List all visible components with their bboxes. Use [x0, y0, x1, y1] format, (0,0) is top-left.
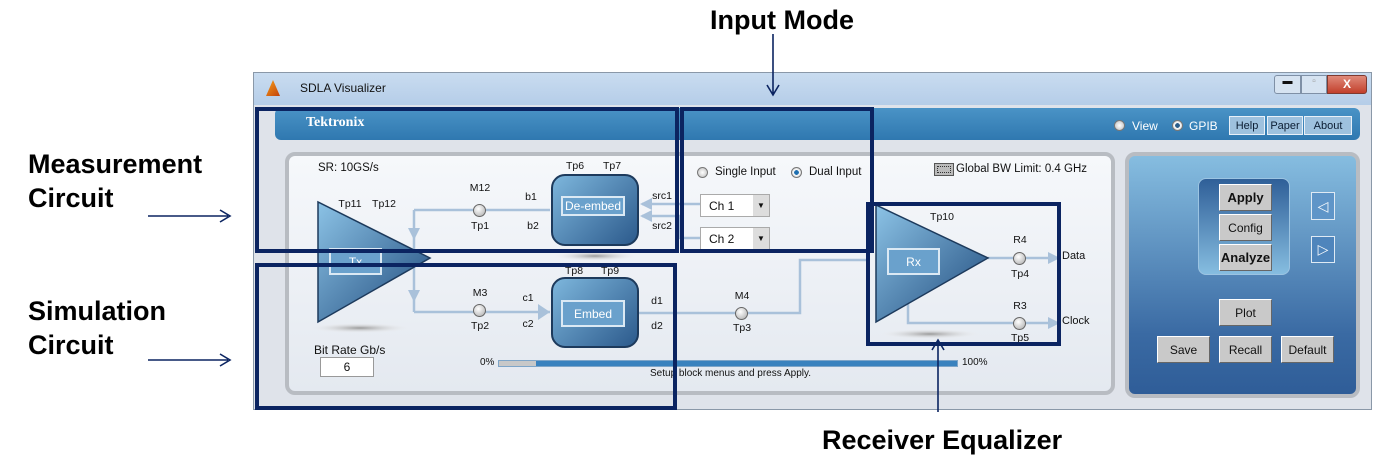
recall-button[interactable]: Recall [1219, 336, 1272, 363]
progress-fill [499, 361, 536, 366]
minimize-button[interactable]: ▬ [1274, 75, 1301, 94]
analyze-button[interactable]: Analyze [1219, 244, 1272, 271]
b1-label: b1 [525, 191, 537, 203]
bit-rate-input[interactable]: 6 [320, 357, 374, 377]
data-output-label: Data [1062, 250, 1086, 262]
tp1-label: Tp1 [470, 220, 490, 232]
measurement-circuit-highlight [255, 107, 679, 253]
previous-arrow-button[interactable]: ◁ [1311, 192, 1335, 220]
tp2-label: Tp2 [470, 320, 490, 332]
global-bw-label: Global BW Limit: 0.4 GHz [956, 163, 1088, 175]
progress-min-label: 0% [480, 357, 495, 368]
gpib-label: GPIB [1189, 119, 1218, 133]
tp12-label: Tp12 [372, 198, 396, 210]
m4-probe[interactable] [735, 307, 748, 320]
tx-shadow [310, 323, 410, 333]
tp11-label: Tp11 [338, 198, 362, 210]
config-button[interactable]: Config [1219, 214, 1272, 241]
tp6-label: Tp6 [565, 160, 585, 172]
arrow-input-mode [766, 34, 780, 97]
save-button[interactable]: Save [1157, 336, 1210, 363]
receiver-equalizer-highlight [866, 202, 1061, 346]
tp10-label: Tp10 [930, 211, 954, 223]
b2-label: b2 [527, 220, 539, 232]
simulation-circuit-highlight [255, 263, 677, 410]
tp5-label: Tp5 [1010, 332, 1030, 344]
ch1-dropdown[interactable]: Ch 1 ▼ [700, 194, 770, 217]
deembed-shadow [553, 251, 637, 261]
single-input-radio[interactable] [697, 167, 708, 178]
d1-label: d1 [651, 295, 663, 307]
m4-label: M4 [734, 290, 750, 302]
global-bw-toggle[interactable] [934, 163, 954, 176]
sample-rate: SR: 10GS/s [318, 162, 379, 174]
tp7-label: Tp7 [602, 160, 622, 172]
single-input-label: Single Input [715, 166, 776, 178]
d2-label: d2 [651, 320, 663, 332]
m12-label: M12 [469, 182, 491, 194]
embed-button[interactable]: Embed [561, 300, 625, 327]
rx-shadow [880, 329, 980, 339]
m3-label: M3 [472, 287, 488, 299]
arrow-measurement [148, 209, 232, 223]
default-button[interactable]: Default [1281, 336, 1334, 363]
annotation-input-mode: Input Mode [710, 5, 854, 35]
m3-probe[interactable] [473, 304, 486, 317]
help-button[interactable]: Help [1229, 116, 1265, 135]
progress-max-label: 100% [962, 357, 988, 368]
title-bar [254, 73, 1371, 105]
annotation-simulation-circuit: Simulation Circuit [28, 296, 167, 360]
about-button[interactable]: About [1304, 116, 1352, 135]
m12-probe[interactable] [473, 204, 486, 217]
rx-button[interactable]: Rx [887, 248, 940, 275]
ch2-value: Ch 2 [709, 232, 735, 246]
tp4-label: Tp4 [1010, 268, 1030, 280]
apply-button[interactable]: Apply [1219, 184, 1272, 211]
plot-button[interactable]: Plot [1219, 299, 1272, 326]
src1-label: src1 [652, 190, 672, 202]
src2-label: src2 [652, 220, 672, 232]
tektronix-logo: Tektronix [306, 115, 365, 130]
r4-label: R4 [1013, 234, 1027, 246]
r4-probe[interactable] [1013, 252, 1026, 265]
circuit-panel [285, 152, 1115, 395]
clock-output-label: Clock [1062, 315, 1090, 327]
annotation-measurement-circuit: Measurement Circuit [28, 149, 203, 213]
status-text: Setup block menus and press Apply. [650, 368, 812, 379]
close-button[interactable]: X [1327, 75, 1367, 94]
dual-input-radio[interactable] [791, 167, 802, 178]
chevron-down-icon: ▼ [753, 228, 769, 249]
bit-rate-label: Bit Rate Gb/s [314, 343, 386, 357]
ch1-value: Ch 1 [709, 199, 735, 213]
tp3-label: Tp3 [732, 322, 752, 334]
gpib-radio[interactable] [1172, 120, 1183, 131]
annotation-receiver-equalizer: Receiver Equalizer [822, 425, 1063, 455]
maximize-button[interactable]: ▫ [1301, 75, 1327, 94]
view-label: View [1132, 119, 1158, 133]
ch2-dropdown[interactable]: Ch 2 ▼ [700, 227, 770, 250]
arrow-receiver [931, 338, 945, 412]
progress-bar [498, 360, 958, 367]
deembed-button[interactable]: De-embed [561, 196, 625, 216]
wire-embed-rx [638, 258, 870, 315]
dual-input-label: Dual Input [809, 166, 862, 178]
tp8-label: Tp8 [564, 265, 584, 277]
input-mode-highlight [680, 107, 874, 253]
next-arrow-button[interactable]: ▷ [1311, 236, 1335, 263]
window-title: SDLA Visualizer [300, 81, 386, 95]
tp9-label: Tp9 [600, 265, 620, 277]
r3-probe[interactable] [1013, 317, 1026, 330]
paper-button[interactable]: Paper [1267, 116, 1303, 135]
c2-label: c2 [522, 318, 534, 330]
arrow-simulation [148, 353, 232, 367]
chevron-down-icon: ▼ [753, 195, 769, 216]
r3-label: R3 [1013, 300, 1027, 312]
c1-label: c1 [522, 292, 534, 304]
view-radio[interactable] [1114, 120, 1125, 131]
